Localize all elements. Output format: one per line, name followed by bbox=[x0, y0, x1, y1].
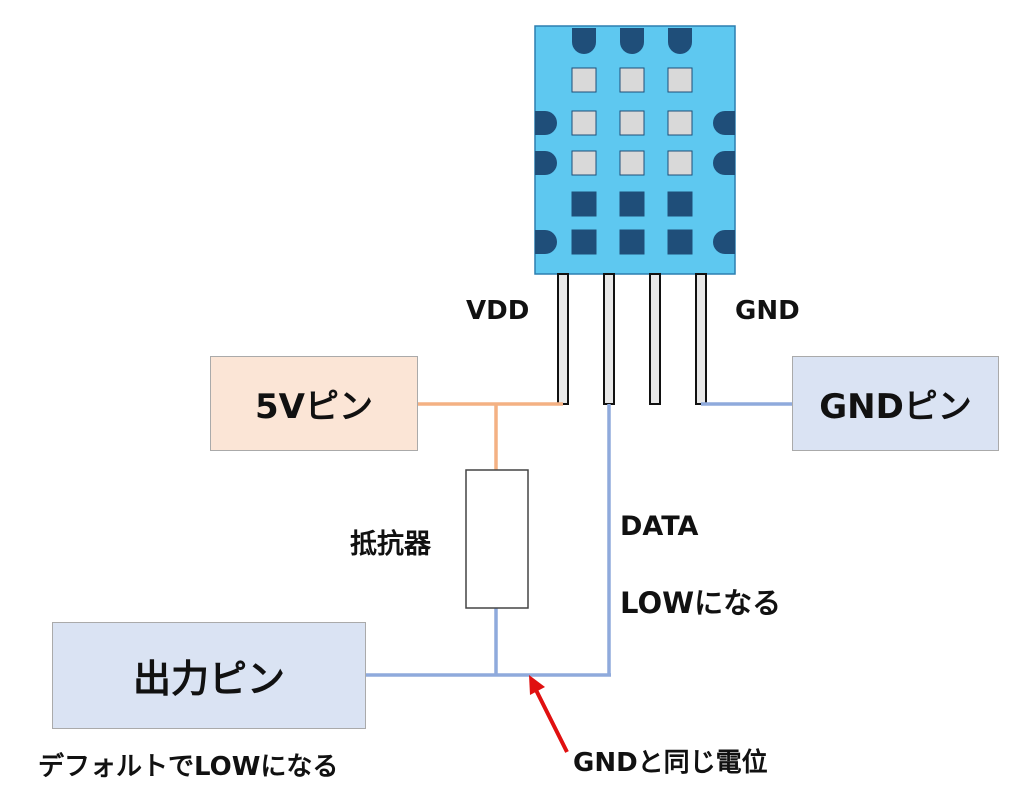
resistor bbox=[465, 469, 529, 609]
sensor-vent-square bbox=[619, 150, 645, 176]
sensor-vent-square bbox=[667, 110, 693, 136]
label-data-low: LOWになる bbox=[620, 586, 782, 620]
box-gnd-pin: GNDピン bbox=[792, 356, 999, 451]
box-output-pin-label: 出力ピン bbox=[132, 657, 285, 701]
sensor-vent-square bbox=[619, 229, 645, 255]
label-default-low: デフォルトでLOWになる bbox=[38, 752, 339, 782]
sensor-top-notch bbox=[620, 28, 644, 54]
label-data: DATA bbox=[620, 511, 699, 542]
arrow bbox=[529, 675, 569, 753]
sensor-vent-square bbox=[571, 229, 597, 255]
sensor-pin-vdd bbox=[557, 273, 569, 405]
sensor-side-notch bbox=[535, 151, 557, 175]
box-5v-pin: 5Vピン bbox=[210, 356, 418, 451]
sensor-top-notch bbox=[572, 28, 596, 54]
box-5v-pin-label: 5Vピン bbox=[255, 387, 373, 427]
label-gnd: GND bbox=[735, 296, 800, 326]
sensor-grid bbox=[535, 28, 735, 255]
wire-5v bbox=[418, 402, 563, 470]
sensor-vent-square bbox=[667, 67, 693, 93]
sensor-vent-square bbox=[619, 67, 645, 93]
sensor-side-notch bbox=[713, 111, 735, 135]
box-gnd-pin-label: GNDピン bbox=[819, 387, 972, 427]
sensor-vent-square bbox=[667, 191, 693, 217]
sensor-vent-square bbox=[667, 229, 693, 255]
sensor-side-notch bbox=[535, 230, 557, 254]
sensor-pin-data bbox=[603, 273, 615, 405]
box-output-pin: 出力ピン bbox=[52, 622, 366, 729]
sensor-vent-square bbox=[619, 110, 645, 136]
sensor-side-notch bbox=[713, 230, 735, 254]
sensor-vent-square bbox=[571, 110, 597, 136]
label-vdd: VDD bbox=[466, 296, 530, 326]
sensor-pin-gnd bbox=[695, 273, 707, 405]
wire-signal bbox=[366, 402, 792, 677]
label-resistor: 抵抗器 bbox=[350, 529, 431, 560]
sensor-vent-square bbox=[667, 150, 693, 176]
sensor-side-notch bbox=[535, 111, 557, 135]
sensor-vent-square bbox=[619, 191, 645, 217]
sensor-vent-square bbox=[571, 150, 597, 176]
sensor-side-notch bbox=[713, 151, 735, 175]
sensor-top-notch bbox=[668, 28, 692, 54]
sensor-pin-nc bbox=[649, 273, 661, 405]
sensor-vent-square bbox=[571, 67, 597, 93]
sensor-vent-square bbox=[571, 191, 597, 217]
label-gnd-same-potential: GNDと同じ電位 bbox=[573, 748, 768, 778]
